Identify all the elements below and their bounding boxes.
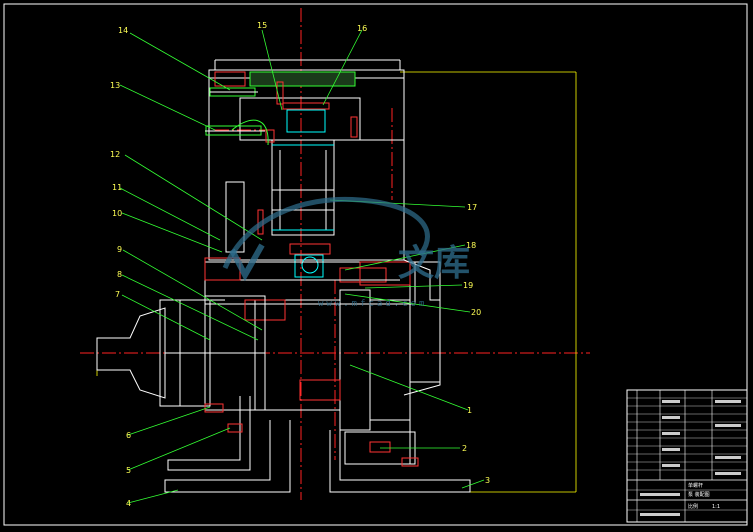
motor bbox=[96, 295, 266, 411]
top-hatch bbox=[214, 71, 356, 87]
title-block-scale-label: 比例 bbox=[688, 503, 698, 510]
left-bolts bbox=[205, 91, 265, 132]
part-label: 9 bbox=[117, 245, 122, 254]
title-block-name: 单螺杆 bbox=[688, 482, 703, 489]
base bbox=[164, 300, 471, 493]
part-label: 17 bbox=[467, 203, 477, 212]
part-label: 18 bbox=[466, 241, 476, 250]
part-label: 6 bbox=[126, 431, 131, 440]
cyan-parts bbox=[272, 109, 334, 278]
part-labels: 1 2 3 4 5 6 7 8 9 10 11 12 13 14 15 16 1… bbox=[110, 21, 490, 508]
part-label: 7 bbox=[115, 290, 120, 299]
part-label: 2 bbox=[462, 444, 467, 453]
part-label: 10 bbox=[112, 209, 122, 218]
watermark-brand: 文库 bbox=[398, 243, 470, 284]
part-label: 1 bbox=[467, 406, 472, 415]
watermark: 文库 www.mfcad.com bbox=[222, 196, 470, 309]
dimension-lines bbox=[96, 71, 577, 493]
part-label: 14 bbox=[118, 26, 128, 35]
part-label: 15 bbox=[257, 21, 267, 30]
part-label: 13 bbox=[110, 81, 120, 90]
part-label: 5 bbox=[126, 466, 131, 475]
title-block: 单螺杆 泵 装配图 比例 1:1 bbox=[626, 389, 748, 523]
part-label: 16 bbox=[357, 24, 367, 33]
part-label: 19 bbox=[463, 281, 473, 290]
leader-lines bbox=[119, 29, 485, 504]
title-block-scale-value: 1:1 bbox=[712, 504, 720, 510]
sheet-border bbox=[3, 3, 748, 526]
part-label: 4 bbox=[126, 499, 131, 508]
part-label: 20 bbox=[471, 308, 481, 317]
green-parts bbox=[205, 87, 269, 146]
watermark-url: www.mfcad.com bbox=[318, 299, 427, 309]
part-label: 8 bbox=[117, 270, 122, 279]
part-label: 3 bbox=[485, 476, 490, 485]
watermark-arc-icon bbox=[222, 196, 430, 269]
title-block-name-2: 泵 装配图 bbox=[688, 491, 710, 498]
base-hatch bbox=[204, 403, 419, 467]
watermark-check-icon bbox=[229, 243, 265, 282]
title-block-cells bbox=[640, 400, 741, 516]
right-housing bbox=[403, 259, 441, 396]
part-label: 11 bbox=[112, 183, 122, 192]
part-label: 12 bbox=[110, 150, 120, 159]
red-parts bbox=[257, 81, 387, 283]
